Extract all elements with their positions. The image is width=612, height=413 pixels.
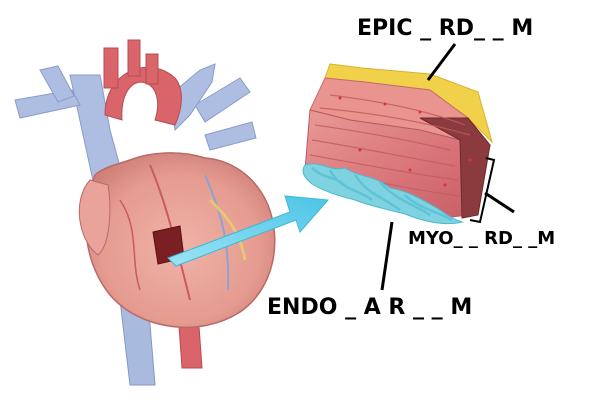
left-subclavian [145, 53, 159, 85]
coronary-artery [149, 164, 191, 301]
pulmonary-vein-lower [204, 121, 257, 151]
myocardium-side-face [419, 117, 491, 219]
right-atrium [78, 179, 111, 256]
capillary-flecks [338, 96, 472, 187]
leader-lines [380, 43, 515, 291]
myocardium-leader [484, 191, 515, 214]
endocardium-trabeculae [311, 167, 453, 222]
endocardium-layer [302, 163, 464, 225]
pointer-arrow [167, 195, 330, 267]
myocardium-label: MYO_ _ RD_ _M [408, 228, 556, 249]
jugular-vein [39, 65, 75, 103]
heart-wall-section [302, 63, 496, 225]
fat-streak [208, 198, 247, 261]
epicardium-leader [426, 43, 457, 81]
brachiocephalic-artery [103, 47, 119, 89]
endocardium-label: ENDO _ A R _ _ M [267, 295, 473, 320]
endocardium-leader [380, 221, 394, 291]
myocardium-bracket [469, 157, 496, 224]
epicardium-label: EPIC _ RD_ _ M [357, 16, 534, 41]
heart-illustration [14, 39, 276, 386]
coronary-vein [204, 174, 230, 291]
pulmonary-vein-upper [194, 77, 251, 123]
pulmonary-trunk [169, 63, 216, 132]
left-common-carotid [127, 39, 141, 77]
coronary-branch [119, 199, 141, 291]
